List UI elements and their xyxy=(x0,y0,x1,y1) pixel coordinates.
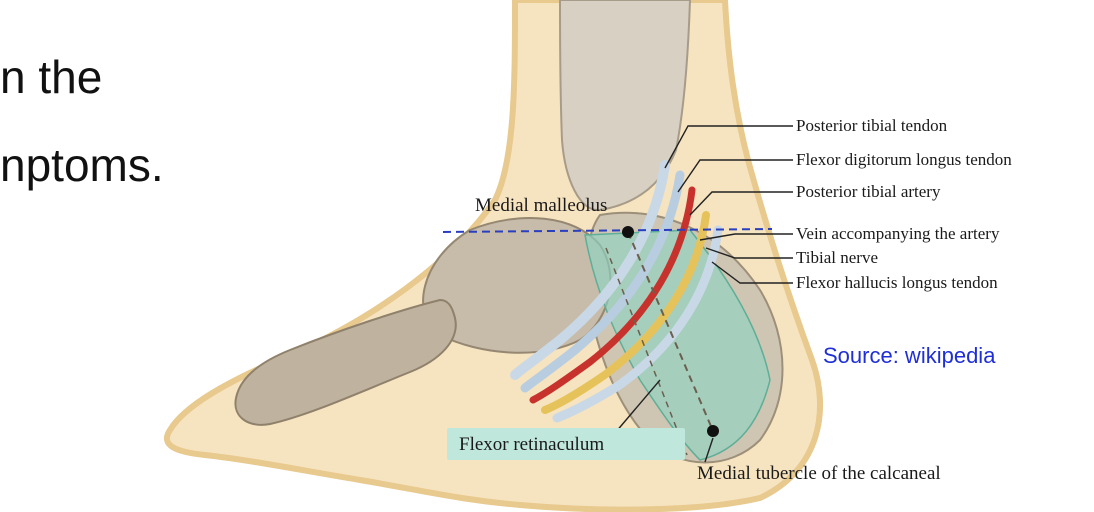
label-flexor-retinaculum: Flexor retinaculum xyxy=(459,434,604,456)
label-flexor-digitorum-longus-tendon: Flexor digitorum longus tendon xyxy=(796,151,1012,168)
label-medial-malleolus: Medial malleolus xyxy=(475,196,607,215)
medial-tubercle-dot xyxy=(707,425,719,437)
label-tibial-nerve: Tibial nerve xyxy=(796,249,878,266)
label-posterior-tibial-tendon: Posterior tibial tendon xyxy=(796,117,947,134)
label-posterior-tibial-artery: Posterior tibial artery xyxy=(796,183,940,200)
label-medial-tubercle: Medial tubercle of the calcaneal xyxy=(697,464,941,483)
source-caption: Source: wikipedia xyxy=(823,343,995,369)
label-vein-accompanying-artery: Vein accompanying the artery xyxy=(796,225,999,242)
medial-malleolus-dot xyxy=(622,226,634,238)
label-flexor-hallucis-longus-tendon: Flexor hallucis longus tendon xyxy=(796,274,998,291)
